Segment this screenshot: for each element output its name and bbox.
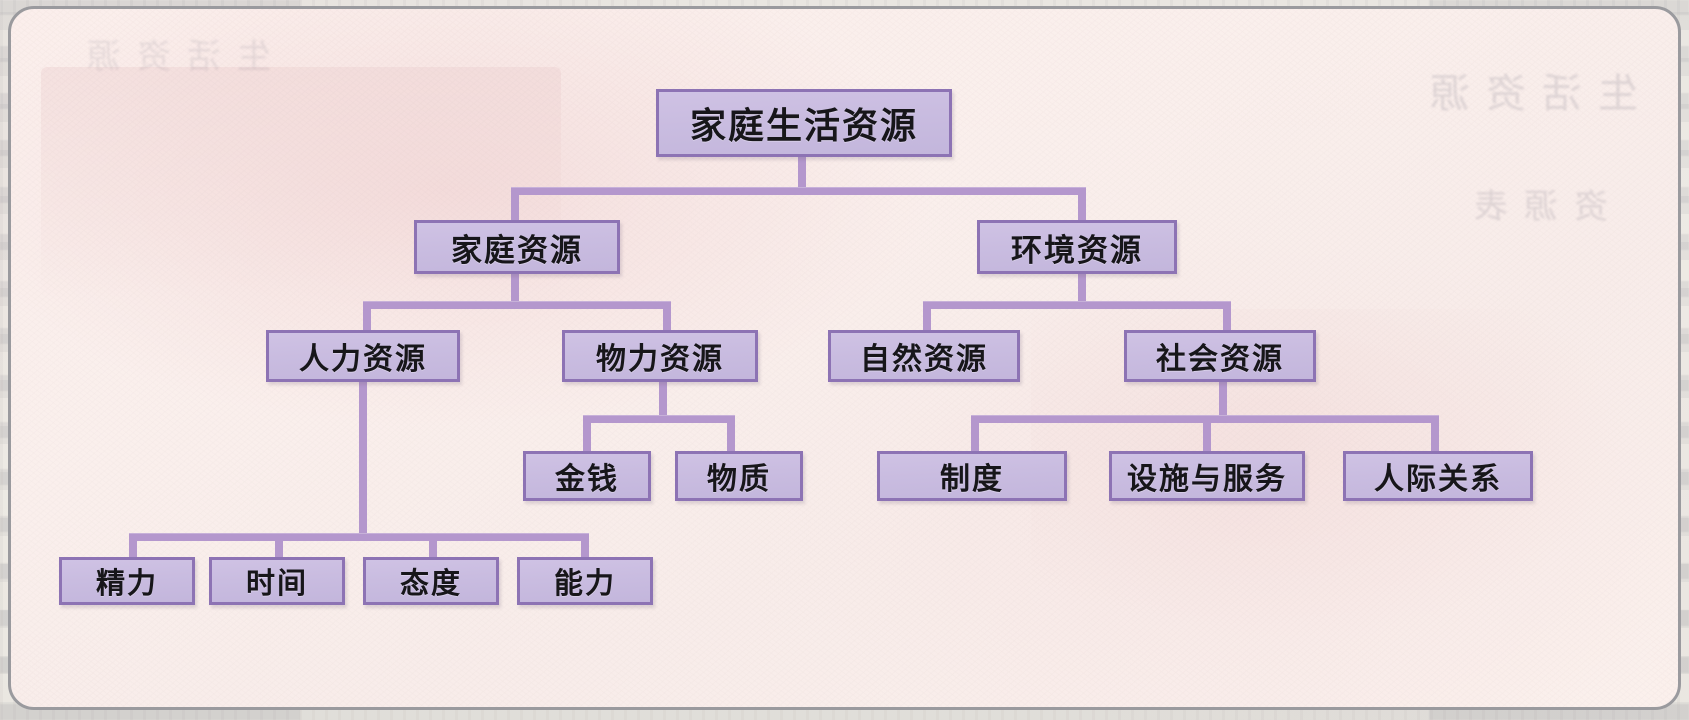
- connector-to-human-resources: [363, 301, 371, 331]
- figure-card: 生活资源 资源表 生活资源: [8, 6, 1681, 710]
- node-facilities-services-label: 设施与服务: [1127, 462, 1287, 497]
- node-facilities-services[interactable]: 设施与服务: [1109, 451, 1305, 501]
- connector-to-facilities-services: [1203, 415, 1211, 451]
- connector-to-ability: [581, 533, 589, 557]
- node-money[interactable]: 金钱: [523, 451, 651, 501]
- connector-to-energy: [129, 533, 137, 557]
- connector-to-environment-resources: [1078, 187, 1086, 221]
- connector-environment-bus: [923, 301, 1231, 309]
- connector-material-bus: [583, 415, 735, 423]
- node-natural-resources[interactable]: 自然资源: [828, 330, 1020, 382]
- connector-environment-stem: [1078, 271, 1086, 305]
- node-system[interactable]: 制度: [877, 451, 1067, 501]
- connector-material-stem: [659, 381, 667, 419]
- connector-to-natural-resources: [923, 301, 931, 331]
- connector-to-attitude: [429, 533, 437, 557]
- connector-to-interpersonal: [1431, 415, 1439, 451]
- node-root-label: 家庭生活资源: [689, 106, 918, 147]
- connector-human-stem: [359, 381, 367, 539]
- connector-to-matter: [727, 415, 735, 451]
- node-energy[interactable]: 精力: [59, 557, 195, 605]
- node-human-resources-label: 人力资源: [299, 342, 427, 377]
- connector-to-family-resources: [511, 187, 519, 221]
- node-environment-resources-label: 环境资源: [1011, 232, 1143, 269]
- node-ability-label: 能力: [553, 566, 616, 600]
- node-matter-label: 物质: [707, 462, 771, 497]
- node-energy-label: 精力: [95, 566, 158, 600]
- connector-root-stem: [798, 155, 806, 193]
- node-root[interactable]: 家庭生活资源: [656, 89, 952, 157]
- connector-human-bus: [129, 533, 589, 541]
- node-system-label: 制度: [940, 462, 1004, 497]
- node-attitude[interactable]: 态度: [363, 557, 499, 605]
- node-human-resources[interactable]: 人力资源: [266, 330, 460, 382]
- connector-social-stem: [1219, 381, 1227, 419]
- connector-to-money: [583, 415, 591, 451]
- connector-family-bus: [363, 301, 671, 309]
- node-material-resources[interactable]: 物力资源: [562, 330, 758, 382]
- node-family-resources-label: 家庭资源: [451, 232, 583, 269]
- connector-to-time: [275, 533, 283, 557]
- node-social-resources[interactable]: 社会资源: [1124, 330, 1316, 382]
- connector-to-system: [971, 415, 979, 451]
- node-material-resources-label: 物力资源: [596, 342, 724, 377]
- node-interpersonal-label: 人际关系: [1374, 462, 1502, 497]
- node-matter[interactable]: 物质: [675, 451, 803, 501]
- node-time[interactable]: 时间: [209, 557, 345, 605]
- connector-to-social-resources: [1223, 301, 1231, 331]
- node-social-resources-label: 社会资源: [1156, 342, 1284, 377]
- connector-root-bus: [511, 187, 1086, 195]
- connector-to-material-resources: [663, 301, 671, 331]
- node-time-label: 时间: [245, 566, 308, 600]
- node-attitude-label: 态度: [399, 566, 462, 600]
- node-money-label: 金钱: [555, 462, 619, 497]
- node-environment-resources[interactable]: 环境资源: [977, 220, 1177, 274]
- node-interpersonal[interactable]: 人际关系: [1343, 451, 1533, 501]
- node-family-resources[interactable]: 家庭资源: [414, 220, 620, 274]
- node-ability[interactable]: 能力: [517, 557, 653, 605]
- node-natural-resources-label: 自然资源: [860, 342, 988, 377]
- hierarchy-diagram: 家庭生活资源 家庭资源 环境资源 人力资源 物力资源 自然资源 社会资源 金钱: [11, 9, 1678, 707]
- connector-family-stem: [511, 271, 519, 305]
